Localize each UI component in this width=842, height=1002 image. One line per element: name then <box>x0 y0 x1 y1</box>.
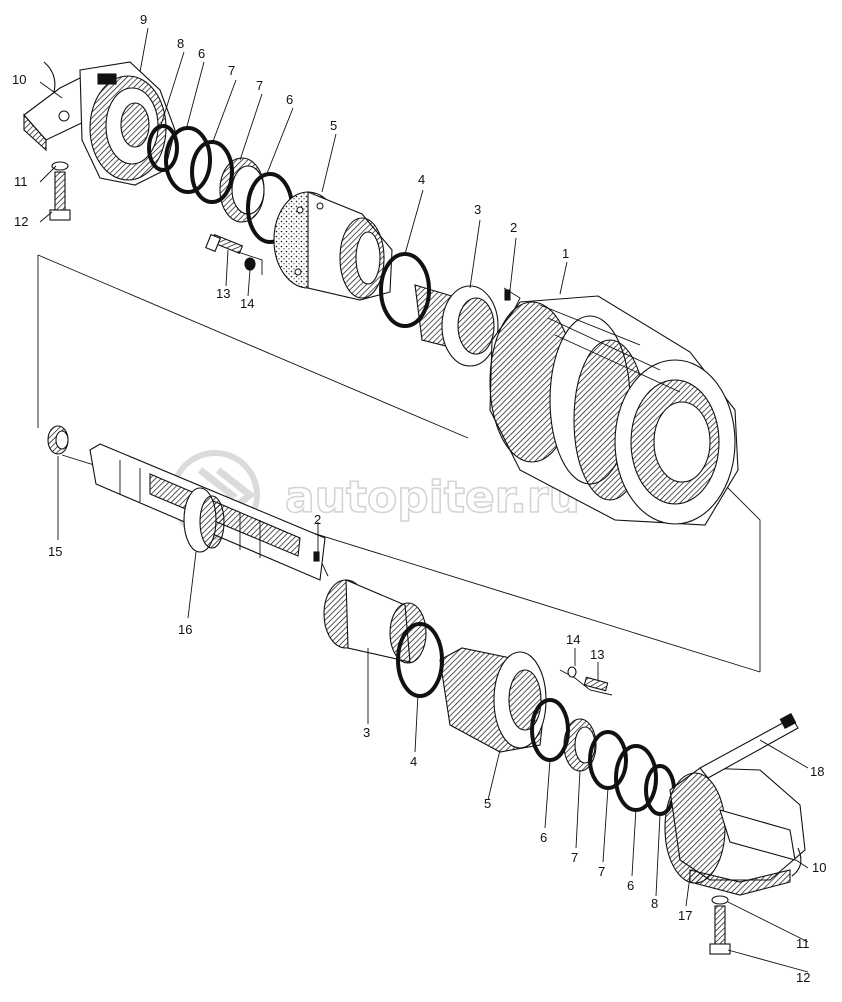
lock-plate-part-18 <box>699 717 799 779</box>
bolt-part-12-top <box>49 171 71 221</box>
housing-part-5-top <box>273 191 393 301</box>
leader-bolt-13-top <box>237 251 263 275</box>
callout-label: 6 <box>627 878 634 893</box>
watermark: autopiter.ru <box>170 450 581 540</box>
callout-label: 11 <box>14 174 28 189</box>
washer-part-11-bottom <box>711 895 729 905</box>
housing-part-5-bottom <box>439 647 547 753</box>
callout-label: 4 <box>410 754 417 769</box>
callout-label: 18 <box>810 764 824 779</box>
clip-part-10-top <box>43 61 56 93</box>
pin-part-2-bottom <box>313 551 320 562</box>
callout-label: 7 <box>256 78 263 93</box>
top-assembly <box>23 61 739 526</box>
callout-label: 7 <box>228 63 235 78</box>
callout-label: 5 <box>330 118 337 133</box>
callout-label: 11 <box>796 936 810 951</box>
callout-labels-bottom: 15 16 2 3 4 5 14 13 6 7 7 6 8 17 18 10 1… <box>48 512 826 985</box>
callout-label: 12 <box>14 214 28 229</box>
callout-label: 6 <box>198 46 205 61</box>
callout-label: 10 <box>812 860 826 875</box>
callout-label: 7 <box>598 864 605 879</box>
washer-part-11-top <box>51 161 69 171</box>
callout-label: 14 <box>240 296 254 311</box>
callout-labels-top: 10 9 8 6 7 7 6 5 4 3 2 1 11 12 13 14 <box>12 12 569 311</box>
sleeve-part-3-top <box>414 284 499 367</box>
bearing-part-7-top <box>219 157 265 223</box>
callout-label: 14 <box>566 632 580 647</box>
washer-part-14-top <box>244 257 256 271</box>
callout-label: 9 <box>140 12 147 27</box>
callout-label: 13 <box>216 286 230 301</box>
boundary-line-top <box>37 254 469 439</box>
callout-label: 1 <box>562 246 569 261</box>
bottom-assembly <box>47 425 806 955</box>
ring-part-8-top <box>147 124 179 172</box>
pin-part-2-top <box>504 289 511 301</box>
callout-label: 10 <box>12 72 26 87</box>
callout-label: 8 <box>177 36 184 51</box>
callout-label: 4 <box>418 172 425 187</box>
ring-part-6-top <box>164 126 212 194</box>
callout-label: 3 <box>363 725 370 740</box>
callout-label: 17 <box>678 908 692 923</box>
bolt-part-12-bottom <box>709 905 731 955</box>
callout-label: 12 <box>796 970 810 985</box>
sleeve-part-3-bottom <box>323 579 427 664</box>
bolt-part-13-bottom <box>583 676 609 692</box>
callout-label: 16 <box>178 622 192 637</box>
nut-part-15 <box>47 425 69 455</box>
callout-label: 15 <box>48 544 62 559</box>
callout-label: 7 <box>571 850 578 865</box>
callout-label: 2 <box>314 512 321 527</box>
watermark-text: autopiter.ru <box>285 472 580 523</box>
callout-label: 8 <box>651 896 658 911</box>
bolt-part-13-top <box>205 233 244 255</box>
callout-label: 2 <box>510 220 517 235</box>
washer-part-14-bottom <box>567 666 577 678</box>
callout-label: 3 <box>474 202 481 217</box>
leader-bolt-13-bottom <box>559 669 613 696</box>
yoke-flange-part-17 <box>664 767 806 896</box>
yoke-flange-part-9 <box>23 61 176 186</box>
callout-label: 6 <box>540 830 547 845</box>
clip-part-10-bottom <box>791 847 802 877</box>
callout-label: 6 <box>286 92 293 107</box>
callout-label: 5 <box>484 796 491 811</box>
callout-label: 13 <box>590 647 604 662</box>
shaft-part-16 <box>89 443 326 581</box>
callout-leaders <box>39 27 809 973</box>
drum-part-1 <box>489 295 739 526</box>
